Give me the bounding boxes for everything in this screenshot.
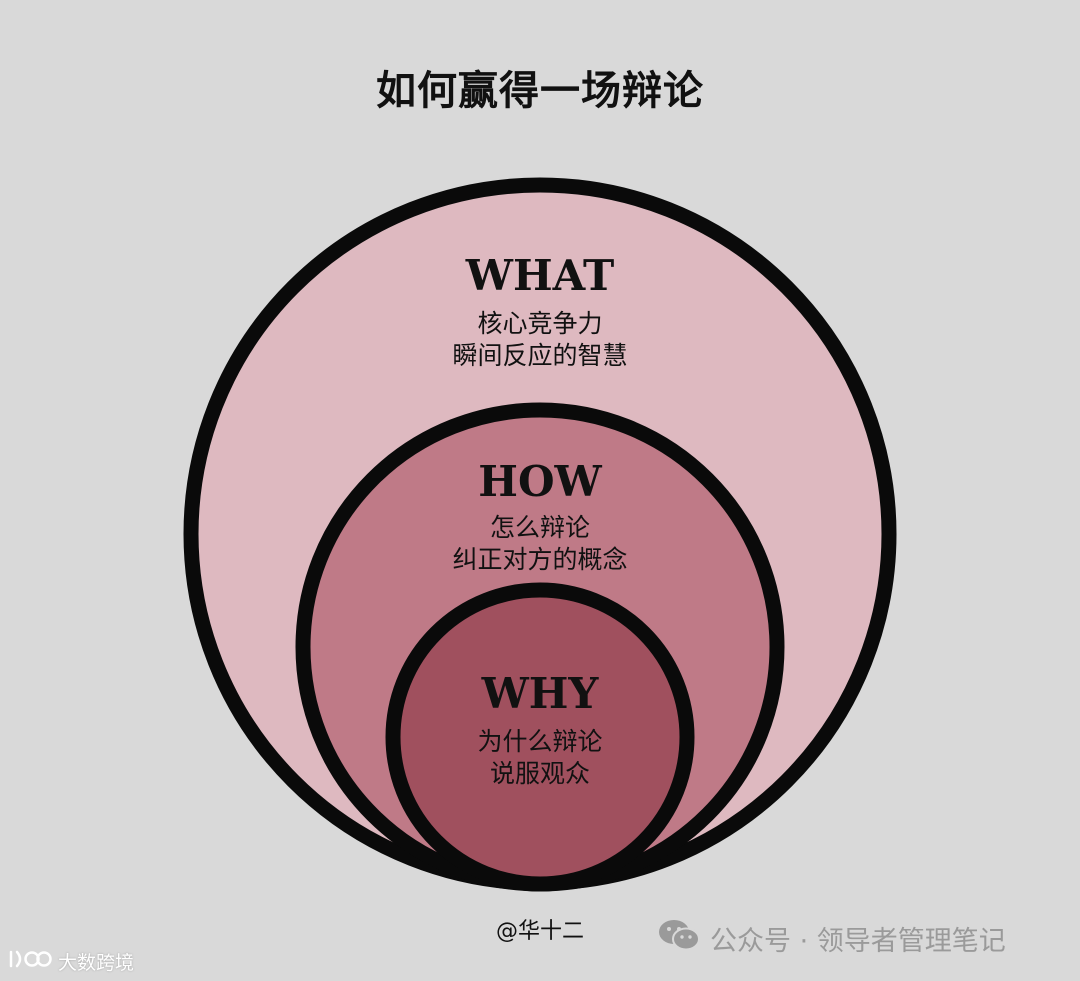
nested-circles-diagram: WHAT 核心竞争力 瞬间反应的智慧 HOW 怎么辩论 纠正对方的概念 WHY … [183,177,897,892]
wechat-icon [658,918,700,959]
wechat-watermark: 公众号 · 领导者管理笔记 [658,918,1006,958]
why-line-1: 为什么辩论 [477,727,602,756]
why-heading: WHY [481,669,600,718]
why-circle [385,582,695,892]
wechat-watermark-text: 公众号 · 领导者管理笔记 [710,925,1006,957]
author-credit: @华十二 [495,919,584,944]
how-line-2: 纠正对方的概念 [452,545,627,574]
how-heading: HOW [478,457,602,506]
brand-watermark-text: 大数跨境 [58,951,135,974]
brand-watermark: 大数跨境 [8,946,134,976]
what-heading: WHAT [465,251,614,300]
logo-icon [8,947,52,976]
why-line-2: 说服观众 [490,759,590,788]
what-line-2: 瞬间反应的智慧 [452,341,627,370]
what-line-1: 核心竞争力 [477,309,602,338]
how-line-1: 怎么辩论 [490,513,590,542]
diagram-title: 如何赢得一场辩论 [376,67,704,114]
